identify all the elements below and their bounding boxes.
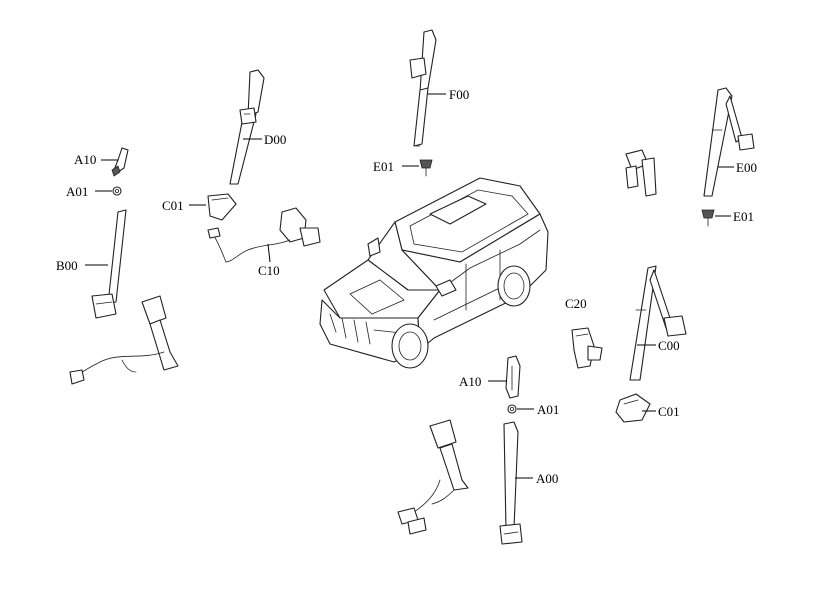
vehicle-illustration xyxy=(319,177,549,369)
part-c01-left-cover xyxy=(189,193,237,221)
label-a01-bottom: A01 xyxy=(537,402,559,417)
label-c10: C10 xyxy=(258,263,280,278)
part-a01-left-nut xyxy=(95,186,122,196)
part-a10-left-bracket xyxy=(101,147,129,177)
part-c20-retractor-cover xyxy=(571,327,603,369)
part-c00-seat-belt xyxy=(629,265,687,381)
part-d00-seat-belt xyxy=(229,69,265,185)
label-a10-left: A10 xyxy=(74,152,96,167)
label-c00: C00 xyxy=(658,338,680,353)
label-c01-left: C01 xyxy=(162,198,184,213)
label-a10-bottom: A10 xyxy=(459,374,481,389)
label-a00: A00 xyxy=(536,471,558,486)
label-e00: E00 xyxy=(736,160,757,175)
part-e01-right-bolt xyxy=(701,209,731,227)
part-c10-retractor xyxy=(207,207,321,263)
part-c01-right-cover xyxy=(615,393,656,423)
label-e01-right: E01 xyxy=(733,209,754,224)
label-a01-left: A01 xyxy=(66,184,88,199)
label-d00: D00 xyxy=(264,132,286,147)
part-a10-bottom-bracket xyxy=(488,355,521,399)
part-labels: A10 A01 B00 D00 C01 C10 F00 E01 E00 E01 … xyxy=(56,87,757,486)
part-e00-seat-belt xyxy=(625,87,755,197)
part-f00-seat-belt xyxy=(409,29,446,147)
part-e01-center-bolt xyxy=(402,159,433,177)
part-b00-seat-belt xyxy=(69,209,179,385)
label-f00: F00 xyxy=(449,87,469,102)
part-a01-bottom-nut xyxy=(507,404,534,414)
label-e01-center: E01 xyxy=(373,159,394,174)
label-c01-right: C01 xyxy=(658,404,680,419)
label-b00: B00 xyxy=(56,258,78,273)
part-a00-seat-belt xyxy=(397,419,533,545)
label-c20: C20 xyxy=(565,296,587,311)
